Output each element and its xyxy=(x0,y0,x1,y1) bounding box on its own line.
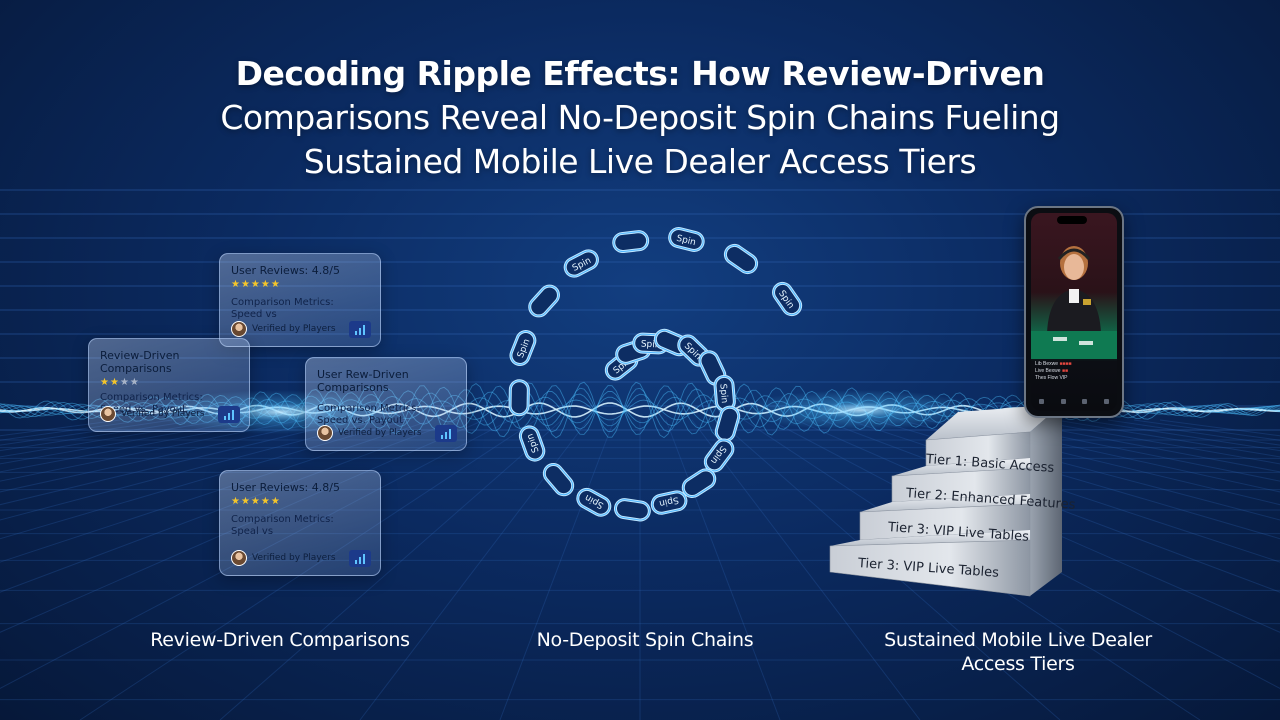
verified-label: Verified by Players xyxy=(338,428,422,438)
signal-bars-icon xyxy=(349,550,371,567)
chain-link-text: Spin xyxy=(675,234,696,248)
avatar-icon xyxy=(231,550,247,566)
phone-row: Live Bexwe ■■ xyxy=(1035,368,1069,374)
chain-link xyxy=(681,468,717,499)
caption-right: Sustained Mobile Live Dealer Access Tier… xyxy=(858,628,1178,676)
chain-link xyxy=(612,230,650,254)
caption-center: No-Deposit Spin Chains xyxy=(536,629,754,651)
chain-link xyxy=(723,243,759,275)
chain-link: Spin xyxy=(563,249,599,278)
chain-link: Spin xyxy=(576,487,612,517)
phone-table-list: Lib Bexwe ■■■■ Live Bexwe ■■ Thes Flow V… xyxy=(1035,361,1072,382)
avatar-icon xyxy=(317,425,333,441)
title-line-2: Comparisons Reveal No-Deposit Spin Chain… xyxy=(220,98,1060,137)
dealer-icon xyxy=(1031,246,1117,359)
star-rating-icon: ★★★★★ xyxy=(231,496,281,507)
review-card-footer: Verified by Players xyxy=(231,321,336,337)
phone-row: Lib Bexwe ■■■■ xyxy=(1035,361,1072,367)
wave-glow-left xyxy=(150,390,410,434)
review-card-metric: Comparison Metrics: Speal vs xyxy=(231,514,334,537)
chain-link-text: Spin xyxy=(717,383,729,403)
review-card-title: Review-Driven Comparisons xyxy=(100,349,180,375)
review-card-bottom: User Reviews: 4.8/5 ★★★★★ Comparison Met… xyxy=(219,470,381,576)
chain-link: Spin xyxy=(772,281,803,317)
verified-label: Verified by Players xyxy=(252,553,336,563)
signal-bars-icon xyxy=(218,406,240,423)
review-card-top: User Reviews: 4.8/5 ★★★★★ Comparison Met… xyxy=(219,253,381,347)
chain-link xyxy=(542,462,575,497)
phone-notch xyxy=(1057,216,1087,224)
caption-right-line-2: Access Tiers xyxy=(961,653,1075,675)
avatar-icon xyxy=(100,406,116,422)
chain-link: Spin xyxy=(668,227,705,252)
phone-dock xyxy=(1039,399,1109,404)
caption-left: Review-Driven Comparisons xyxy=(150,629,410,651)
review-card-metric: Comparison Metrics: Speed vs. Payout xyxy=(100,392,203,415)
chain-link: Spin xyxy=(713,374,736,412)
verified-label: Verified by Players xyxy=(252,324,336,334)
avatar-icon xyxy=(231,321,247,337)
chain-link-text: Spin xyxy=(641,340,661,351)
verified-label: Verified by Players xyxy=(121,409,205,419)
chain-link-text: Spin xyxy=(658,494,679,508)
review-card-footer: Verified by Players xyxy=(100,406,205,422)
star-rating-icon: ★★★★★ xyxy=(231,279,281,290)
wave-glow-right xyxy=(740,390,980,430)
live-dealer-screen: Lib Bexwe ■■■■ Live Bexwe ■■ Thes Flow V… xyxy=(1031,213,1117,411)
review-card-metric: Comparison Metrics: Speed vs xyxy=(231,297,334,320)
signal-bars-icon xyxy=(349,321,371,338)
chain-link xyxy=(613,498,651,522)
chain-link xyxy=(508,379,530,417)
page-title: Decoding Ripple Effects: How Review-Driv… xyxy=(0,52,1280,184)
chain-link: Spin xyxy=(650,490,688,515)
star-rating-icon: ★★★★ xyxy=(100,377,140,388)
mobile-phone: Lib Bexwe ■■■■ Live Bexwe ■■ Thes Flow V… xyxy=(1024,206,1124,418)
caption-right-line-1: Sustained Mobile Live Dealer xyxy=(884,629,1152,651)
staircase xyxy=(829,404,1062,597)
review-card-footer: Verified by Players xyxy=(231,550,336,566)
review-card-left: Review-Driven Comparisons ★★★★ Compariso… xyxy=(88,338,250,432)
title-line-3: Sustained Mobile Live Dealer Access Tier… xyxy=(303,142,977,181)
review-card-footer: Verified by Players xyxy=(317,425,422,441)
review-card-title: User Rew-Driven Comparisons xyxy=(317,368,409,394)
review-card-metric: Comparison Metrics: Speed vs. Payout xyxy=(317,403,420,426)
chain-link: Spin xyxy=(518,425,546,462)
chain-link: Spin xyxy=(509,330,537,366)
review-card-title: User Reviews: 4.8/5 xyxy=(231,481,340,494)
phone-row: Thes Flow VIP xyxy=(1035,375,1068,381)
title-line-1: Decoding Ripple Effects: How Review-Driv… xyxy=(235,54,1045,93)
review-card-center: User Rew-Driven Comparisons Comparison M… xyxy=(305,357,467,451)
review-card-title: User Reviews: 4.8/5 xyxy=(231,264,340,277)
chain-link xyxy=(528,284,560,318)
signal-bars-icon xyxy=(435,425,457,442)
